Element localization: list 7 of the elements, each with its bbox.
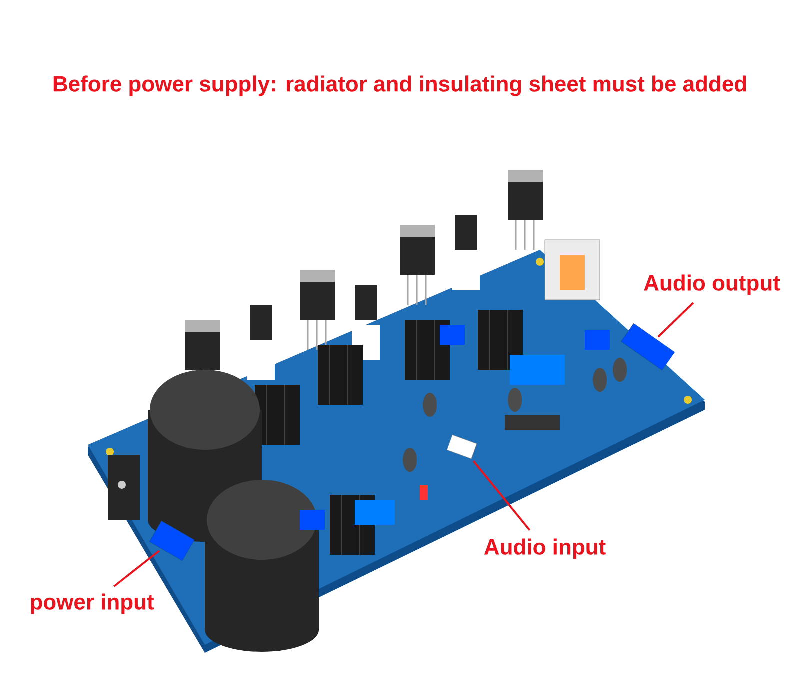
leader-line (113, 550, 160, 588)
callout-text: power input (31, 594, 154, 614)
leader-line (472, 460, 531, 531)
leader-line (658, 302, 694, 338)
callout-text: Audio output (644, 274, 780, 296)
title: Before power supply: radiator and insulating sheet must be added (54, 76, 746, 96)
callout-text: Audio input (484, 538, 606, 560)
